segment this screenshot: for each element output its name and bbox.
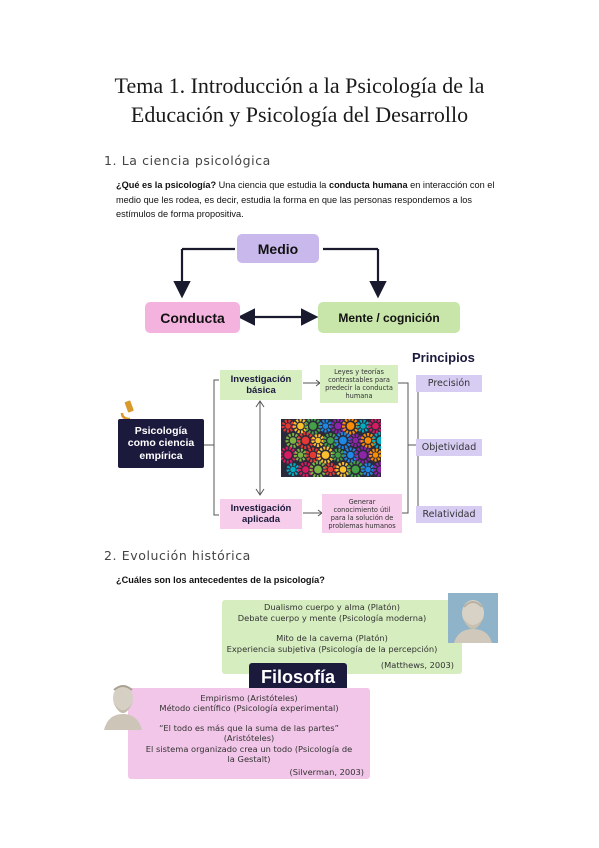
p7: (Silverman, 2003) (289, 767, 364, 777)
principio-precision: Precisión (416, 375, 482, 392)
g4: Experiencia subjetiva (Psicología de la … (226, 644, 438, 654)
p4: (Aristóteles) (223, 733, 275, 743)
plato-bust-icon (448, 593, 498, 643)
g3: Mito de la caverna (Platón) (276, 633, 388, 643)
conducta-humana-bold: conducta humana (328, 180, 408, 190)
section2-question: ¿Cuáles son los antecedentes de la psico… (116, 575, 325, 585)
g2: Debate cuerpo y mente (Psicología modern… (237, 613, 427, 623)
aplicada-line1: Investigación (230, 503, 292, 514)
section1-line3: estímulos de forma propositiva. (116, 209, 244, 219)
filosofia-box: Filosofía (249, 663, 347, 691)
main-line1: Psicología (134, 424, 188, 437)
principio-objetividad: Objetividad (416, 439, 482, 456)
diagram1-arrows (173, 247, 387, 326)
principios-label: Principios (412, 350, 475, 365)
investigacion-basica-box: Investigación básica (220, 370, 302, 400)
p6: la Gestalt) (227, 754, 271, 764)
g1: Dualismo cuerpo y alma (Platón) (264, 602, 400, 612)
text-a: Una ciencia que estudia la (216, 180, 329, 190)
conducta-box: Conducta (145, 302, 240, 333)
aristoteles-box: Empirismo (Aristóteles) Método científic… (128, 688, 370, 779)
section2-heading: 2. Evolución histórica (104, 548, 251, 563)
text-b: en interacción con el (407, 180, 495, 190)
section1-paragraph: ¿Qué es la psicología? Una ciencia que e… (116, 178, 496, 222)
p3: “El todo es más que la suma de las parte… (159, 723, 339, 733)
generar-box: Generar conocimiento útil para la soluci… (322, 494, 402, 533)
p2: Método científico (Psicología experiment… (159, 703, 339, 713)
principio-relatividad: Relatividad (416, 506, 482, 523)
generar-line3: para la solución de (330, 513, 394, 522)
basica-line1: Investigación (230, 374, 292, 385)
medio-box: Medio (237, 234, 319, 263)
basica-line2: básica (246, 385, 276, 396)
gears-image (281, 419, 381, 477)
mente-box: Mente / cognición (318, 302, 460, 333)
psicologia-ciencia-empirica-box: Psicología como ciencia empírica (118, 419, 204, 468)
leyes-line4: humana (345, 392, 373, 400)
generar-line2: conocimiento útil (333, 505, 391, 514)
leyes-line3: predecir la conducta (325, 384, 393, 392)
leyes-box: Leyes y teorías contrastables para prede… (320, 365, 398, 403)
generar-line4: problemas humanos (328, 521, 396, 530)
aplicada-line2: aplicada (241, 514, 281, 525)
page-title-line1: Tema 1. Introducción a la Psicología de … (114, 73, 485, 98)
section1-line1: ¿Qué es la psicología? Una ciencia que e… (116, 178, 496, 193)
section1-line2: medio que les rodea, es decir, estudia l… (116, 194, 472, 205)
page-title-line2: Educación y Psicología del Desarrollo (130, 102, 469, 127)
g5: (Matthews, 2003) (380, 660, 454, 670)
main-line2: como ciencia (127, 437, 195, 450)
section1-heading: 1. La ciencia psicológica (104, 153, 271, 168)
p5: El sistema organizado crea un todo (Psic… (145, 744, 353, 754)
platon-box: Dualismo cuerpo y alma (Platón) Debate c… (222, 600, 462, 674)
leyes-line1: Leyes y teorías (334, 368, 384, 376)
p1: Empirismo (Aristóteles) (200, 693, 298, 703)
investigacion-aplicada-box: Investigación aplicada (220, 499, 302, 529)
main-line3: empírica (139, 449, 183, 462)
question-bold: ¿Qué es la psicología? (116, 180, 217, 190)
generar-line1: Generar (348, 497, 376, 506)
aristotle-bust-icon (104, 685, 142, 730)
leyes-line2: contrastables para (328, 376, 390, 384)
